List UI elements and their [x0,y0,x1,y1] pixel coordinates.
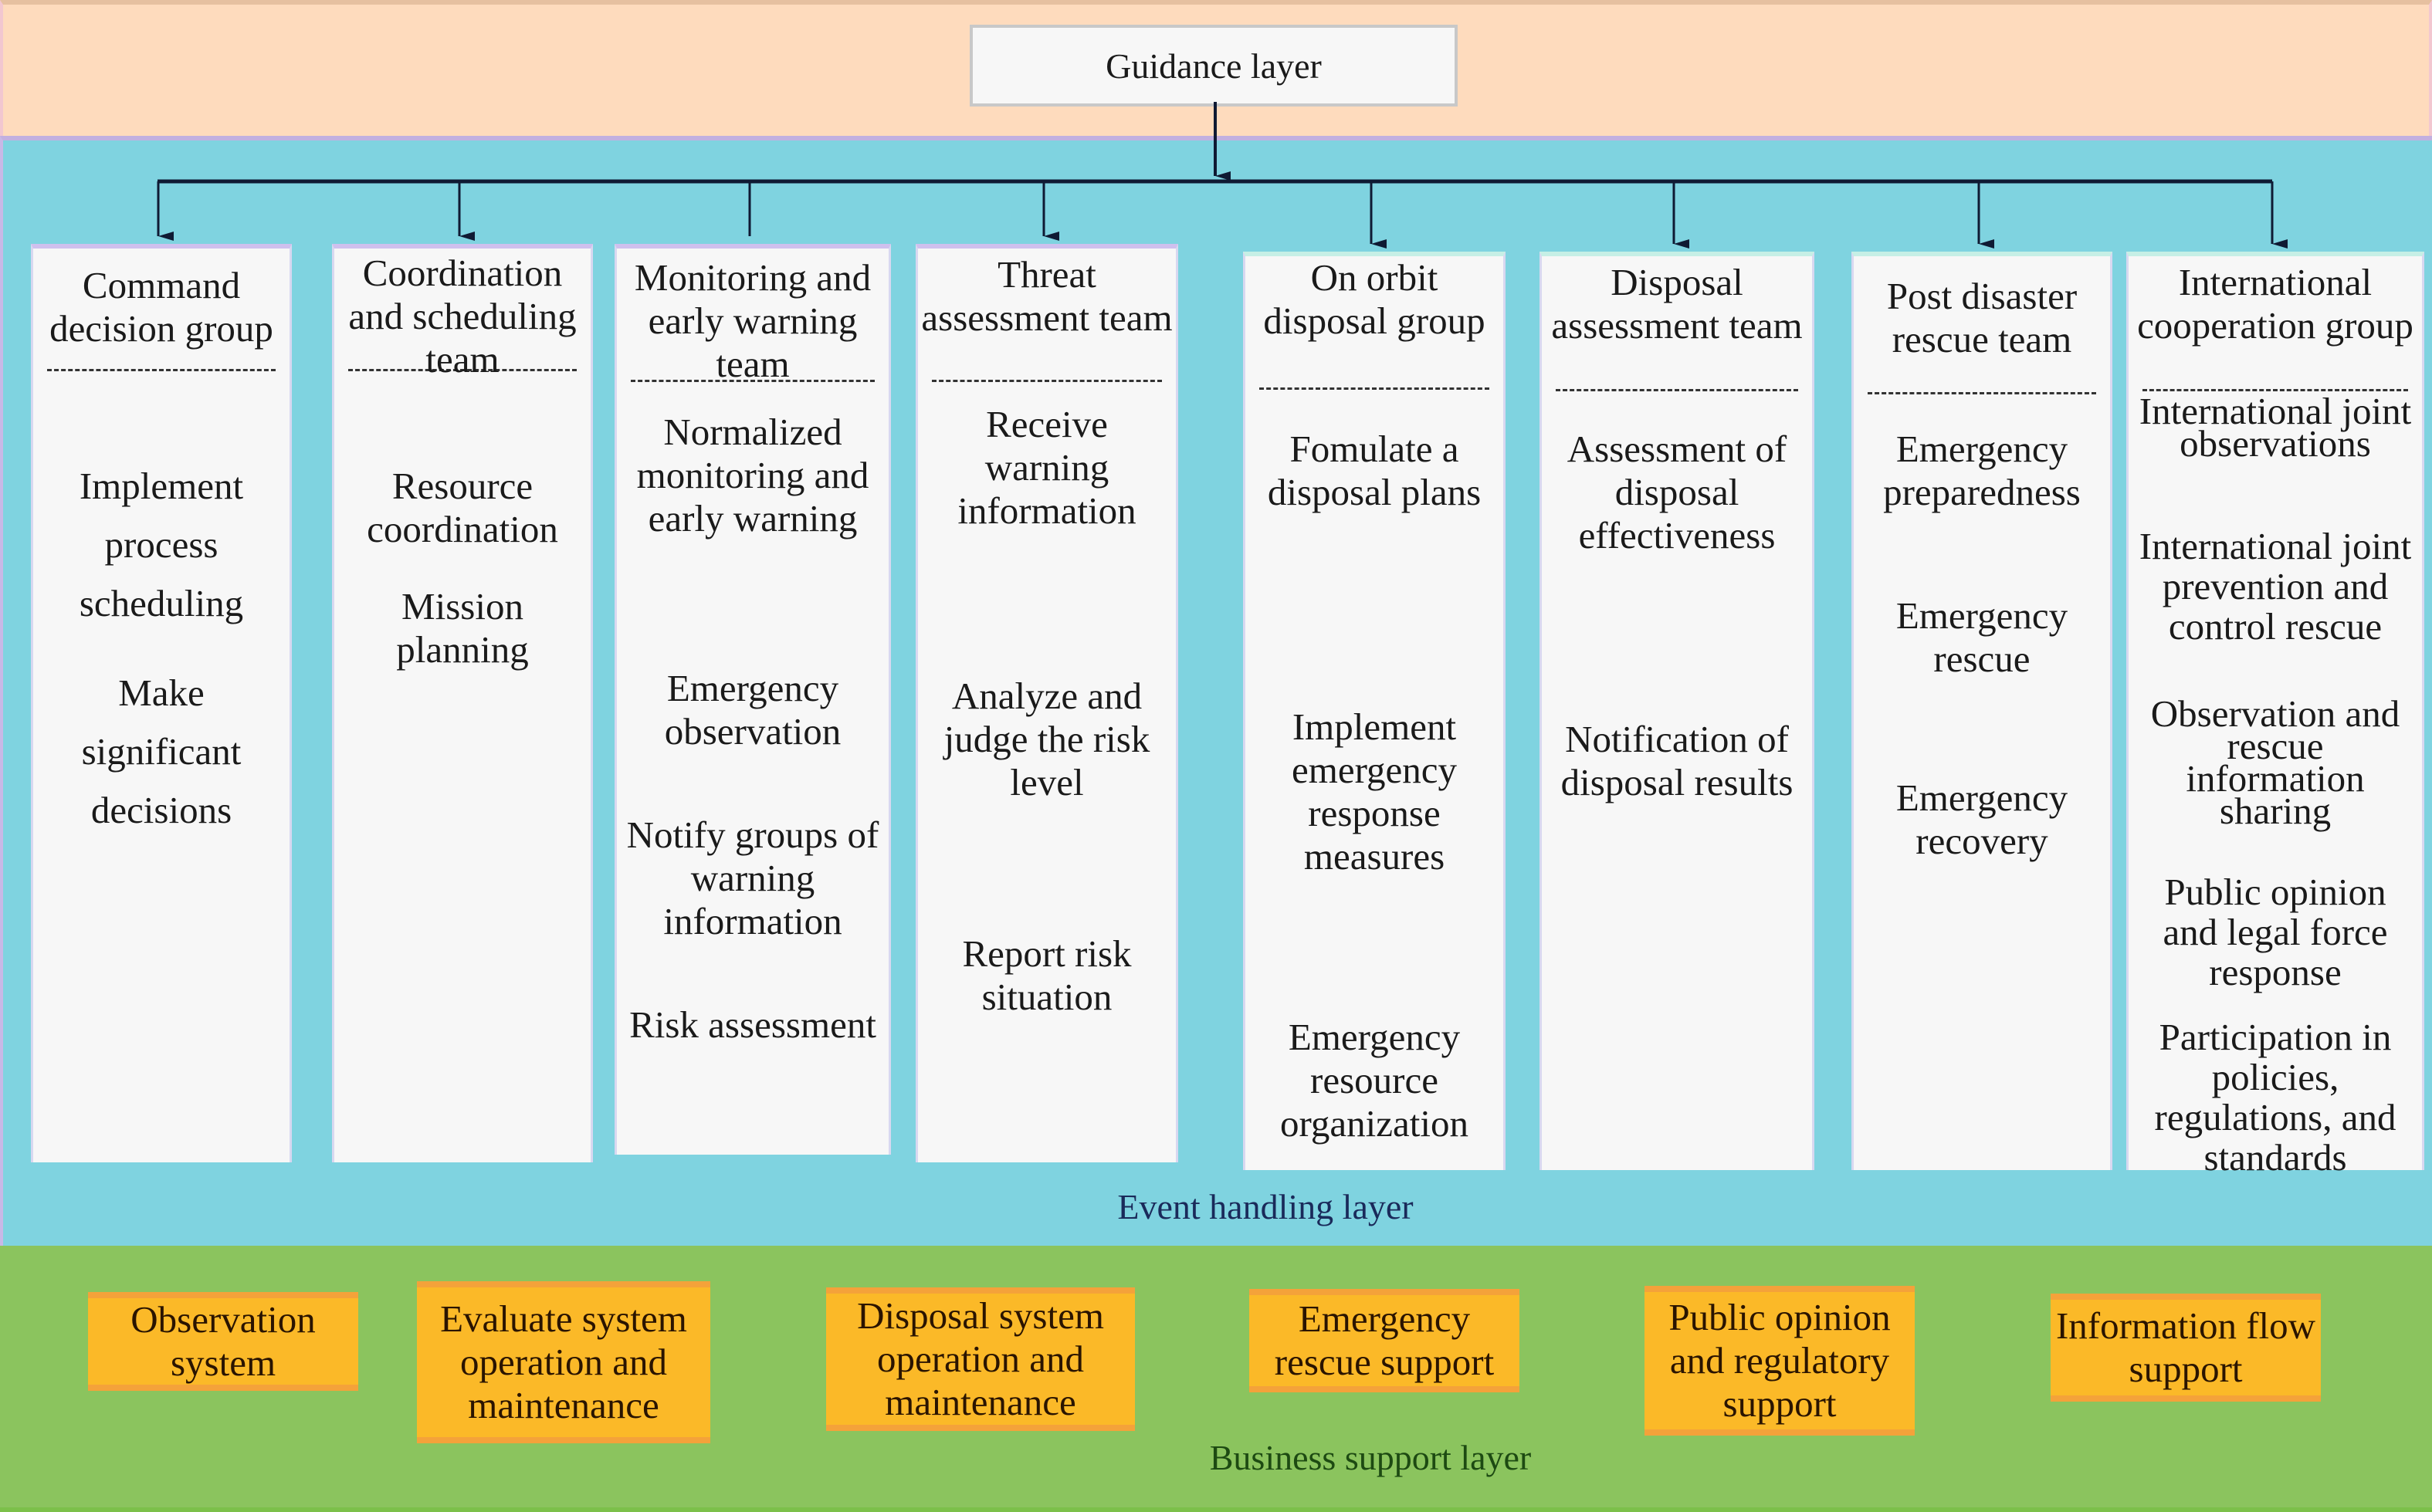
dashed-divider [1868,392,2096,394]
column-item: Emergency rescue [1895,594,2068,680]
event-handling-layer-label: Event handling layer [1117,1187,1414,1226]
column-title: Threat assessment team [921,253,1173,339]
support-box-observation-system: Observation system [88,1292,358,1391]
column-item: Emergency resource organization [1279,1016,1469,1145]
support-box-public-opinion-regulatory: Public opinion and regulatory support [1644,1286,1915,1436]
support-box-evaluate-system: Evaluate system operation and maintenanc… [417,1281,710,1443]
column-item: Emergency observation [664,667,842,753]
column-international-cooperation-group: International cooperation group Internat… [2126,252,2424,1178]
column-disposal-assessment-team: Disposal assessment team Assessment of d… [1539,252,1814,1170]
dashed-divider [47,369,276,371]
column-item: Risk assessment [629,1003,876,1046]
dashed-divider [1556,389,1798,391]
business-support-layer: Observation system Evaluate system opera… [0,1246,2432,1512]
dashed-divider [631,380,875,382]
column-title: Coordination and scheduling team [348,252,577,381]
support-box-label: Evaluate system operation and maintenanc… [440,1297,687,1426]
column-item: Normalized monitoring and early warning [636,411,869,540]
column-monitoring-early-warning-team: Monitoring and early warning team Normal… [615,244,891,1155]
support-box-label: Emergency rescue support [1274,1297,1495,1383]
column-on-orbit-disposal-group: On orbit disposal group Fomulate a dispo… [1243,252,1506,1170]
dashed-divider [1259,387,1489,390]
column-post-disaster-rescue-team: Post disaster rescue team Emergency prep… [1851,252,2112,1170]
support-box-label: Observation system [130,1298,316,1384]
support-box-information-flow: Information flow support [2051,1294,2321,1402]
column-item: Report risk situation [962,932,1132,1018]
column-item: Assessment of disposal effectiveness [1567,428,1787,556]
column-item: Analyze and judge the risk level [943,675,1150,803]
support-box-label: Disposal system operation and maintenanc… [857,1294,1104,1423]
dashed-divider [348,369,577,371]
column-command-decision-group: Command decision group Implement process… [31,244,292,1162]
column-title: Command decision group [49,264,273,350]
column-item: Implement emergency response measures [1291,705,1458,878]
support-box-label: Information flow support [2055,1304,2316,1390]
dashed-divider [932,380,1162,382]
column-title: On orbit disposal group [1263,256,1485,342]
support-box-emergency-rescue-support: Emergency rescue support [1249,1289,1519,1392]
column-item: Observation and rescue information shari… [2150,692,2400,832]
column-threat-assessment-team: Threat assessment team Receive warning i… [916,244,1178,1162]
column-item: Participation in policies, regulations, … [2154,1016,2396,1179]
support-box-label: Public opinion and regulatory support [1668,1296,1891,1425]
column-item: Resource coordination [367,465,558,550]
column-item: Make significant decisions [81,671,242,831]
event-handling-layer: Command decision group Implement process… [0,136,2432,1246]
column-title: Disposal assessment team [1551,261,1803,347]
column-item: Public opinion and legal force response [2163,871,2388,993]
column-item: Emergency recovery [1895,776,2068,862]
guidance-layer-box: Guidance layer [970,25,1458,107]
business-support-layer-label: Business support layer [1209,1438,1532,1477]
column-item: Notify groups of warning information [626,814,879,942]
column-title: International cooperation group [2137,261,2413,347]
dashed-divider [2142,389,2408,391]
column-item: International joint prevention and contr… [2139,525,2412,648]
column-title: Post disaster rescue team [1886,275,2078,360]
column-item: Emergency preparedness [1883,428,2081,513]
column-item: International joint observations [2139,390,2412,465]
column-title: Monitoring and early warning team [634,256,872,385]
column-item: Implement process scheduling [79,465,244,624]
support-box-disposal-system: Disposal system operation and maintenanc… [826,1287,1135,1431]
column-coordination-scheduling-team: Coordination and scheduling team Resourc… [332,244,593,1162]
column-item: Fomulate a disposal plans [1267,428,1482,513]
column-item: Receive warning information [957,403,1136,532]
column-item: Mission planning [396,585,529,671]
guidance-layer: Guidance layer [0,0,2432,136]
guidance-layer-title: Guidance layer [1106,46,1322,86]
column-item: Notification of disposal results [1560,718,1794,803]
